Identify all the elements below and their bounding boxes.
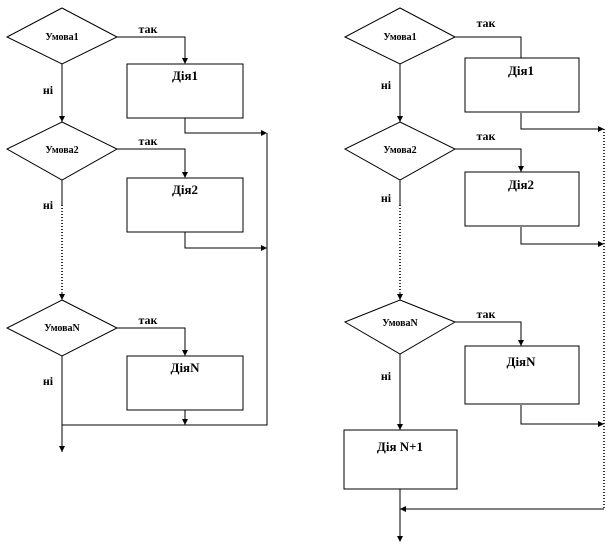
right-yes-label-n: так xyxy=(477,307,496,321)
right-decision-2 xyxy=(343,121,457,181)
right-final-action xyxy=(343,429,458,490)
right-action-n-label: ДіяN xyxy=(507,354,537,369)
left-decision-1 xyxy=(5,7,119,65)
right-no-label-2: ні xyxy=(381,191,392,205)
left-action-2-label: Дія2 xyxy=(172,182,198,197)
left-action-1-label: Дія1 xyxy=(172,68,198,83)
left-action-n-label: ДіяN xyxy=(171,360,201,375)
left-arrowheads xyxy=(59,58,267,452)
left-condition-1-label: Умова1 xyxy=(45,32,78,43)
right-action-n xyxy=(464,345,580,405)
left-no-label-n: ні xyxy=(43,374,54,388)
right-yes-label-1: так xyxy=(477,16,496,30)
left-yes-label-1: так xyxy=(139,22,158,36)
right-decision-n xyxy=(343,299,457,355)
right-action-1-label: Дія1 xyxy=(508,63,534,78)
left-action-1 xyxy=(126,63,244,119)
left-decision-n xyxy=(5,299,119,357)
right-no-label-n: ні xyxy=(381,369,392,383)
right-action-2-label: Дія2 xyxy=(508,177,534,192)
right-condition-n-label: УмоваN xyxy=(382,318,418,329)
left-condition-2-label: Умова2 xyxy=(45,145,78,156)
left-flowchart: Умова1 Умова2 УмоваN Дія1 Дія2 ДіяN так … xyxy=(5,7,268,452)
left-decision-2 xyxy=(5,121,119,181)
left-connectors xyxy=(61,36,268,452)
right-condition-1-label: Умова1 xyxy=(383,32,416,43)
right-connectors xyxy=(399,36,605,540)
left-yes-label-2: так xyxy=(139,134,158,148)
right-condition-2-label: Умова2 xyxy=(383,145,416,156)
left-action-n xyxy=(126,355,244,411)
right-final-action-label: Дія N+1 xyxy=(377,439,423,454)
right-flowchart: Умова1 Умова2 УмоваN Дія1 Дія2 ДіяN Дія … xyxy=(343,7,605,542)
left-action-2 xyxy=(126,177,244,233)
right-action-2 xyxy=(464,171,580,227)
left-yes-label-n: так xyxy=(139,313,158,327)
left-no-label-2: ні xyxy=(43,198,54,212)
left-no-label-1: ні xyxy=(43,83,54,97)
right-no-label-1: ні xyxy=(381,78,392,92)
left-condition-n-label: УмоваN xyxy=(44,323,80,334)
right-decision-1 xyxy=(343,7,457,65)
right-yes-label-2: так xyxy=(477,129,496,143)
right-action-1 xyxy=(464,57,580,113)
